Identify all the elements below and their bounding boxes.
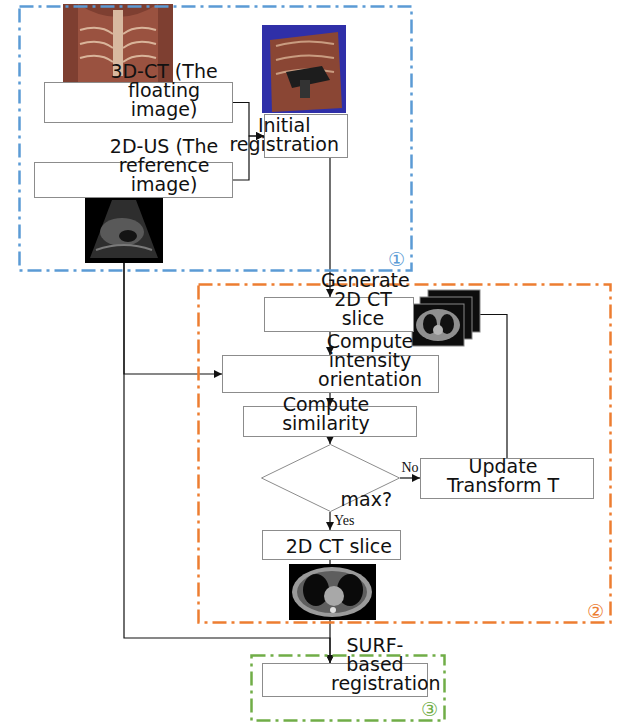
ct-slice-result xyxy=(289,564,376,620)
ultrasound-image xyxy=(85,197,163,263)
node-label: Generate 2D CT slice xyxy=(321,271,405,328)
process-box: Compute intensity orientation xyxy=(222,355,439,393)
step-region: ②Generate 2D CT sliceCompute intensity o… xyxy=(197,283,612,624)
arrow-head xyxy=(326,522,334,530)
node-label: Update Transform T xyxy=(421,457,585,495)
process-box: 3D-CT (The floating image) xyxy=(44,82,233,123)
arrow-head xyxy=(412,474,420,482)
node-label: Compute intensity orientation xyxy=(310,332,430,389)
node-label: Compute similarity xyxy=(244,395,408,433)
flow-connector xyxy=(326,436,334,444)
process-box: 2D-US (The reference image) xyxy=(34,162,233,198)
process-box: SURF-based registration xyxy=(262,663,428,697)
node-label: 2D-US (The reference image) xyxy=(104,137,224,194)
ct-slice-stack xyxy=(412,290,480,346)
callout-number: ③ xyxy=(421,700,438,719)
node-label: max? xyxy=(341,490,392,509)
callout-number: ① xyxy=(388,250,405,269)
process-box: 2D CT slice xyxy=(262,530,401,560)
node-label: Initial registration xyxy=(229,116,339,154)
process-box: Generate 2D CT slice xyxy=(264,297,414,332)
step-region: ③ SURF-based registration xyxy=(250,654,446,722)
node-label: SURF-based registration xyxy=(331,636,419,693)
arrow-head xyxy=(214,370,222,378)
callout-number: ② xyxy=(587,602,604,621)
process-box: Initial registration xyxy=(264,114,348,158)
node-label: 2D CT slice xyxy=(286,537,392,556)
edge-label: Yes xyxy=(334,513,354,529)
process-box: Compute similarity xyxy=(243,406,417,437)
registration-render xyxy=(262,25,346,113)
process-box: Update Transform T xyxy=(420,458,594,499)
step-region: ① 3D-CT (The floating image) 2D-US (The re… xyxy=(18,5,413,272)
decision-diamond: max? xyxy=(261,444,400,512)
flow-connector xyxy=(400,474,420,482)
flow-connector xyxy=(326,512,334,530)
arrow-head xyxy=(326,436,334,444)
edge-label: No xyxy=(401,460,418,476)
node-label: 3D-CT (The floating image) xyxy=(104,62,224,119)
